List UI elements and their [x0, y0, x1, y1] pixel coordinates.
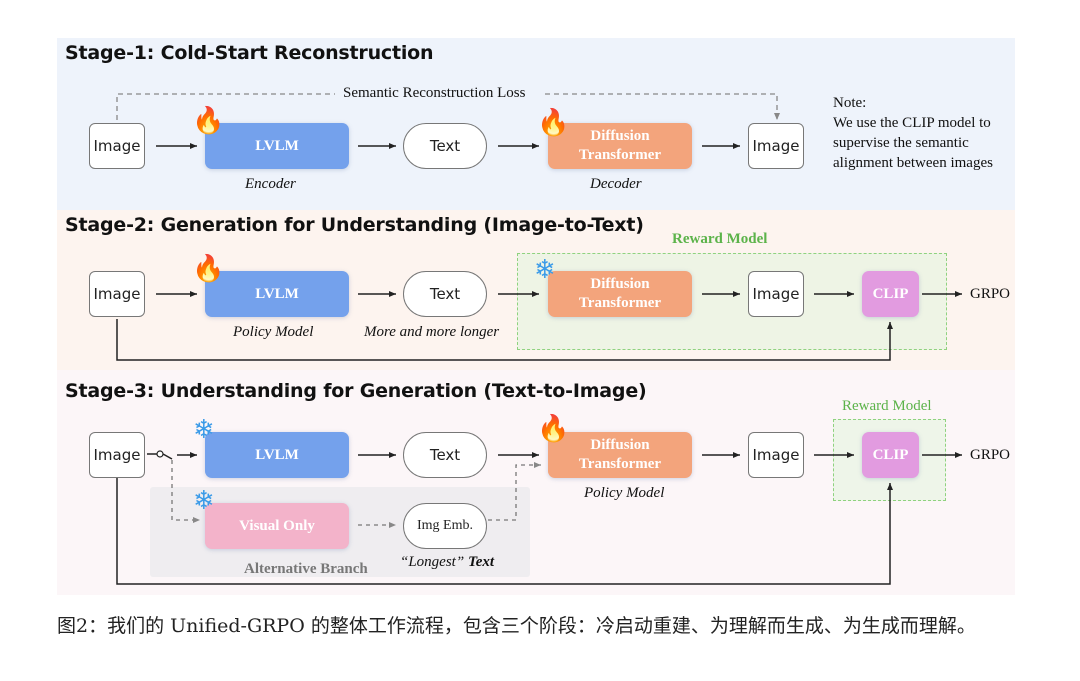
stage-1-input-image: Image	[89, 123, 145, 169]
semantic-loss-label: Semantic Reconstruction Loss	[343, 85, 526, 101]
note-line: supervise the semantic	[833, 135, 969, 151]
stage-1-lvlm-encoder: LVLM	[205, 123, 349, 169]
stage-1-diffusion-decoder: Diffusion Transformer	[548, 123, 692, 169]
stage-3-reward-model-label: Reward Model	[842, 398, 932, 414]
stage-2-lvlm: LVLM	[205, 271, 349, 317]
stage-3-clip: CLIP	[862, 432, 919, 478]
figure-caption: 图2：我们的 Unified-GRPO 的整体工作流程，包含三个阶段：冷启动重建…	[57, 615, 976, 637]
fire-icon: 🔥	[192, 106, 225, 136]
stage-3-grpo-label: GRPO	[970, 447, 1011, 463]
stage-3-input-image: Image	[89, 432, 145, 478]
stage-3-diffusion-transformer: Diffusion Transformer	[548, 432, 692, 478]
stage-1-output-image: Image	[748, 123, 804, 169]
note-line: alignment between images	[833, 155, 993, 171]
note: Note: We use the CLIP model to supervise…	[833, 93, 993, 173]
stage-3-title: Stage-3: Understanding for Generation (T…	[65, 380, 647, 402]
note-title: Note:	[833, 95, 867, 111]
stage-1-text-node: Text	[403, 123, 487, 169]
fire-icon: 🔥	[537, 414, 570, 444]
stage-2-generated-image: Image	[748, 271, 804, 317]
policy-model-caption: Policy Model	[584, 485, 665, 501]
stage-3-generated-image: Image	[748, 432, 804, 478]
fire-icon: 🔥	[537, 108, 570, 138]
longest-quote: “Longest”	[400, 554, 465, 570]
snowflake-icon: ❄	[193, 415, 215, 445]
stage-1-title: Stage-1: Cold-Start Reconstruction	[65, 42, 434, 64]
stage-2-clip: CLIP	[862, 271, 919, 317]
snowflake-icon: ❄	[534, 255, 556, 285]
note-line: We use the CLIP model to	[833, 115, 991, 131]
stage-3-lvlm: LVLM	[205, 432, 349, 478]
longest-word: Text	[467, 554, 495, 570]
encoder-caption: Encoder	[245, 176, 296, 192]
stage-2-grpo-label: GRPO	[970, 286, 1011, 302]
img-emb-node: Img Emb.	[403, 503, 487, 549]
stage-2-diffusion-transformer: Diffusion Transformer	[548, 271, 692, 317]
stage-2-text-node: Text	[403, 271, 487, 317]
longest-text-caption: “Longest” Text	[400, 554, 494, 571]
stage-2-input-image: Image	[89, 271, 145, 317]
visual-only-encoder: Visual Only	[205, 503, 349, 549]
snowflake-icon: ❄	[193, 486, 215, 516]
decoder-caption: Decoder	[590, 176, 642, 192]
policy-model-caption: Policy Model	[233, 324, 314, 340]
stage-2-title: Stage-2: Generation for Understanding (I…	[65, 214, 644, 236]
text-caption: More and more longer	[364, 324, 500, 340]
stage-3-text-node: Text	[403, 432, 487, 478]
stage-2-reward-model-label: Reward Model	[672, 231, 768, 247]
fire-icon: 🔥	[192, 254, 225, 284]
alternative-branch-label: Alternative Branch	[244, 561, 368, 577]
